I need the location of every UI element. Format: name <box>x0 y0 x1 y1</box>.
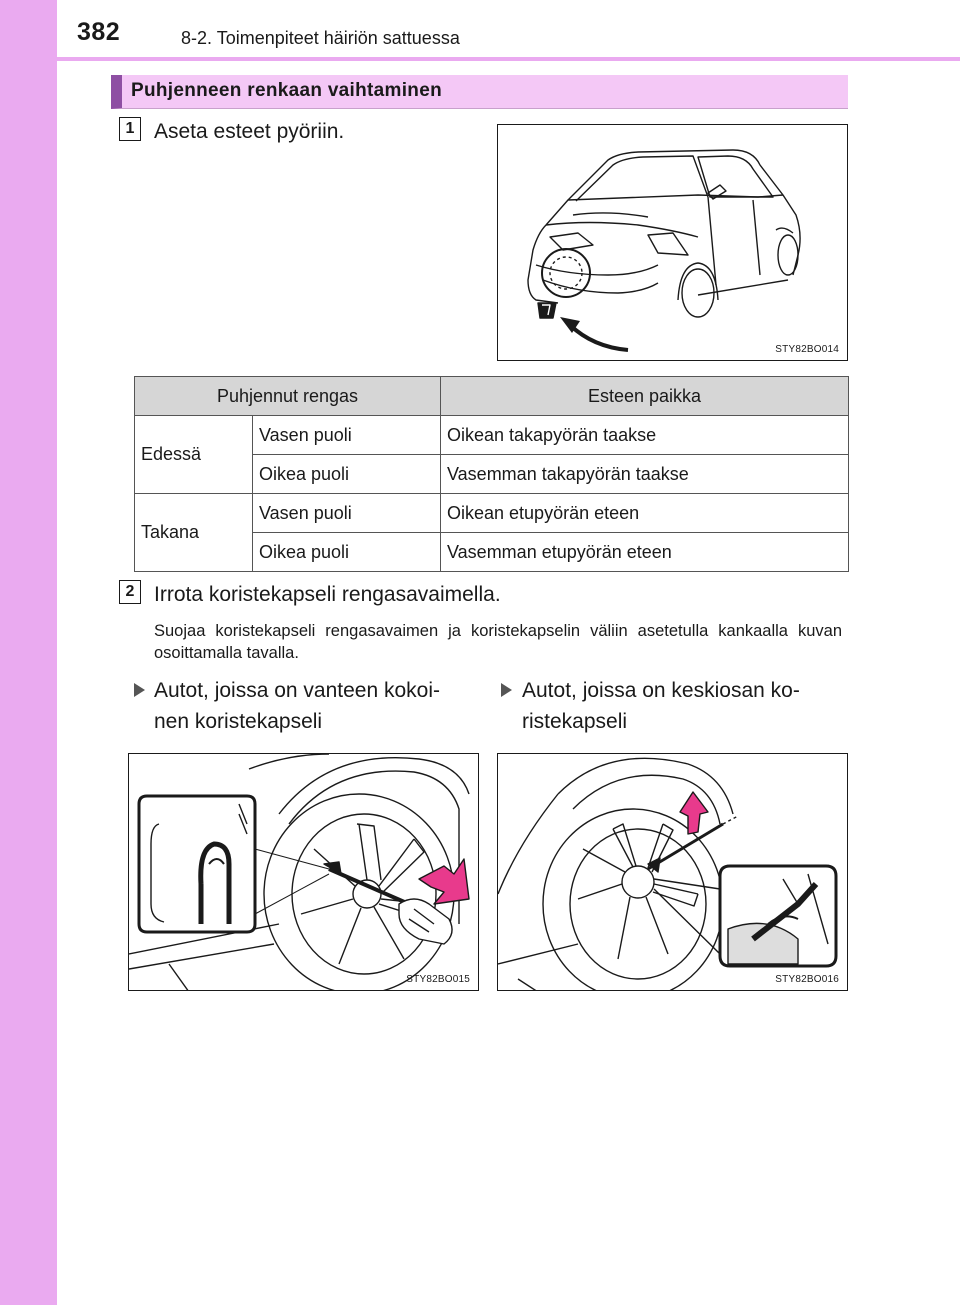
variant-line: nen koristekapseli <box>154 710 323 733</box>
variant-heading-full-cover: Autot, joissa on vanteen kokoi- nen kori… <box>154 675 484 737</box>
table-header-chock-location: Esteen paikka <box>440 376 849 416</box>
variant-line: Autot, joissa on vanteen kokoi- <box>154 679 441 702</box>
table-cell-side: Vasen puoli <box>252 493 441 533</box>
table-cell-location: Vasemman takapyörän taakse <box>440 454 849 494</box>
section-heading: Puhjenneen renkaan vaihtaminen <box>111 75 848 109</box>
table-row: Oikea puoli Vasemman takapyörän taakse <box>135 454 849 494</box>
side-strip <box>0 0 57 1305</box>
figure-center-cap-removal: STY82BO016 <box>497 753 848 991</box>
center-cap-illustration <box>498 757 838 990</box>
table-cell-location: Oikean takapyörän taakse <box>440 415 849 455</box>
chapter-title: 8-2. Toimenpiteet häiriön sattuessa <box>181 28 460 48</box>
step-number-2: 2 <box>119 580 141 604</box>
page-number: 382 <box>77 18 121 46</box>
step-text-1: Aseta esteet pyöriin. <box>154 120 345 143</box>
figure-car-chock: STY82BO014 <box>497 124 848 361</box>
table-cell-side: Vasen puoli <box>252 415 441 455</box>
table-row: Edessä Vasen puoli Oikean takapyörän taa… <box>134 415 849 494</box>
bullet-triangle-icon <box>134 683 145 697</box>
bullet-triangle-icon <box>501 683 512 697</box>
variant-line: ristekapseli <box>522 710 628 733</box>
table-cell-location: Oikean etupyörän eteen <box>440 493 849 533</box>
figure-code: STY82BO016 <box>775 974 839 985</box>
table-cell-tire: Edessä <box>134 415 253 494</box>
table-row: Takana Vasen puoli Oikean etupyörän etee… <box>134 493 849 572</box>
table-row: Oikea puoli Vasemman etupyörän eteen <box>135 532 849 572</box>
step-text-2: Irrota koristekapseli rengasavaimella. <box>154 583 501 606</box>
figure-code: STY82BO015 <box>406 974 470 985</box>
table-cell-location: Vasemman etupyörän eteen <box>440 532 849 572</box>
table-header-flat-tire: Puhjennut rengas <box>134 376 441 416</box>
wheel-cover-illustration <box>129 754 470 990</box>
figure-code: STY82BO014 <box>775 344 839 355</box>
section-heading-text: Puhjenneen renkaan vaihtaminen <box>131 80 442 101</box>
step-number-1: 1 <box>119 117 141 141</box>
variant-heading-center-cap: Autot, joissa on keskiosan ko- ristekaps… <box>522 675 842 737</box>
table-cell-side: Oikea puoli <box>252 532 441 572</box>
variant-line: Autot, joissa on keskiosan ko- <box>522 679 800 702</box>
table-header-row: Puhjennut rengas Esteen paikka <box>134 376 849 416</box>
chock-placement-table: Puhjennut rengas Esteen paikka Edessä Va… <box>134 376 849 572</box>
table-cell-tire: Takana <box>134 493 253 572</box>
step-note: Suojaa koristekapseli rengasavaimen ja k… <box>154 622 842 662</box>
table-cell-side: Oikea puoli <box>252 454 441 494</box>
header-rule <box>57 57 960 61</box>
car-illustration <box>527 149 801 352</box>
figure-full-cover-removal: STY82BO015 <box>128 753 479 991</box>
